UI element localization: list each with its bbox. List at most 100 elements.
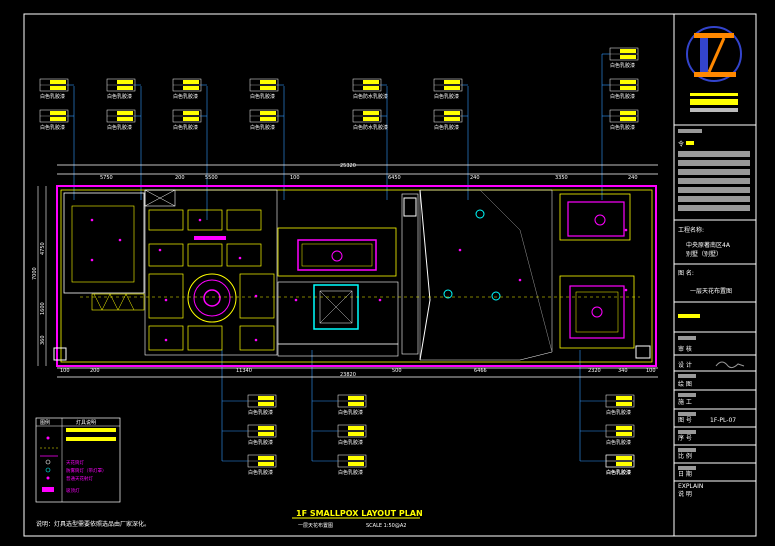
finish-tag-label: 白色乳胶漆 [107,93,132,100]
left-dim-0: 4750 [40,242,46,255]
top-dim-segment: 240 [470,175,480,181]
downlight-icon [294,298,298,302]
top-dim-segment: 240 [628,175,638,181]
draw-label: 绘 图 [678,380,692,388]
left-dimensions [37,186,47,366]
bottom-dim-segment: 500 [392,368,402,374]
downlight-icon [254,294,258,298]
legend-row-0: 天花筒灯 [66,459,84,466]
finish-tags: 白色乳胶漆白色乳胶漆白色乳胶漆白色乳胶漆白色乳胶漆白色乳胶漆白色乳胶漆白色乳胶漆… [39,47,639,476]
drawing-scale: SCALE 1:50@A2 [366,523,406,529]
bottom-dim-segment: 11340 [236,368,252,374]
finish-tag-label: 白色乳胶漆 [606,439,631,446]
finish-tag-label: 白色乳胶漆 [173,93,198,100]
legend-header-symbol: 图例 [40,419,50,426]
svg-text:令: 令 [678,140,684,148]
project-sub: 别墅（别墅） [686,250,722,258]
ratio-label: 比 例 [678,452,692,460]
top-dimensions: 25320 5750 200 5500 100 6450 240 3350 240 [57,163,658,181]
finish-tag-label: 白色乳胶漆 [338,409,363,416]
finish-tag-label: 白色乳胶漆 [248,469,273,476]
company-logo-icon [686,26,742,82]
top-total-dim: 25320 [340,163,356,169]
finish-tag-label: 白色乳胶漆 [610,62,635,69]
legend-row-1: 防雾筒灯（带灯罩） [66,467,107,474]
legend-row-2: 普通天花射灯 [66,475,93,482]
finish-tag-label: 白色乳胶漆 [248,439,273,446]
drawing-subtitle: 一层天花布置图 [298,522,333,529]
downlight-icon [624,228,628,232]
left-total-dim: 7000 [32,267,38,280]
legend-header-desc: 灯具说明 [76,419,96,426]
left-dim-1: 1600 [40,302,46,315]
top-dim-segment: 3350 [555,175,568,181]
left-dim-2: 360 [40,335,46,345]
drawing-title-group: 1F SMALLPOX LAYOUT PLAN 一层天花布置图 SCALE 1:… [292,509,423,529]
downlight-icon [624,288,628,292]
downlight-icon [90,218,94,222]
seq-label: 序 号 [678,434,692,442]
remark-en: EXPLAIN [678,483,703,490]
bottom-dim-segment: 6466 [474,368,487,374]
downlight-icon [198,218,202,222]
downlight-icon [254,338,258,342]
remark-label: 说 明 [678,490,692,498]
finish-tag-label: 白色乳胶漆 [606,469,631,476]
finish-tag-label: 白色乳胶漆 [40,93,65,100]
downlight-icon [118,238,122,242]
finish-tag-label: 白色乳胶漆 [606,409,631,416]
top-dim-segment: 5500 [205,175,218,181]
design-label: 设 计 [678,361,692,369]
ceiling-plan [53,185,657,367]
bottom-total-dim: 23820 [340,372,356,378]
finish-tag-label: 白色乳胶漆 [610,124,635,131]
drawing-name-label: 图 名: [678,269,694,277]
downlight-icon [164,298,168,302]
finish-tag-label: 白色乳胶漆 [434,93,459,100]
finish-tag-label: 白色乳胶漆 [434,124,459,131]
downlight-icon [164,338,168,342]
drawing-no-label: 图 号 [678,417,692,424]
downlight-icon [518,278,522,282]
top-dim-segment: 100 [290,175,300,181]
downlight-icon [378,298,382,302]
legend: 图例 灯具说明 天花筒灯 防雾筒灯（带灯罩） 普通天花射灯 吸顶灯 [35,417,121,503]
legend-row-3: 吸顶灯 [66,487,80,494]
bottom-dim-segment: 200 [90,368,100,374]
bottom-dim-segment: 340 [618,368,628,374]
bottom-dim-segment: 100 [646,368,656,374]
bottom-dimensions: 23820 100 200 11340 500 6466 2320 340 100 [57,367,658,378]
finish-tag-label: 白色乳胶漆 [338,439,363,446]
finish-tag-label: 白色乳胶漆 [338,469,363,476]
project-label: 工程名称: [678,226,704,234]
downlight-icon [238,256,242,260]
title-block: 令 工程名称: 中央原著南区4A 别墅（别墅） 图 名: 一层天花布置图 审 核… [674,26,756,498]
top-dim-segment: 6450 [388,175,401,181]
finish-tag-label: 白色乳胶漆 [248,409,273,416]
drawing-name: 一层天花布置图 [690,287,732,295]
finish-tag-label: 白色防水乳胶漆 [353,124,388,131]
downlight-icon [90,258,94,262]
bottom-dim-segment: 100 [60,368,70,374]
approve-label: 审 核 [678,345,692,353]
downlight-icon [158,248,162,252]
construct-label: 施 工 [678,398,692,406]
finish-tag-label: 白色乳胶漆 [40,124,65,131]
finish-tag-label: 白色乳胶漆 [250,93,275,100]
top-dim-segment: 5750 [100,175,113,181]
finish-tag-label: 白色乳胶漆 [606,469,631,476]
date-label: 日 期 [678,470,692,478]
finish-tag-label: 白色乳胶漆 [250,124,275,131]
drawing-no: 1F-PL-07 [710,417,736,424]
bottom-dim-segment: 2320 [588,368,601,374]
finish-tag-label: 白色防水乳胶漆 [353,93,388,100]
finish-tag-label: 白色乳胶漆 [107,124,132,131]
finish-tag-label: 白色乳胶漆 [173,124,198,131]
drawing-title: 1F SMALLPOX LAYOUT PLAN [296,509,423,518]
downlight-icon [458,248,462,252]
top-dim-segment: 200 [175,175,185,181]
project-name: 中央原著南区4A [686,241,731,249]
drawing-note: 说明：灯具选型需要依照选品由厂家深化。 [36,520,150,528]
finish-tag-label: 白色乳胶漆 [610,93,635,100]
